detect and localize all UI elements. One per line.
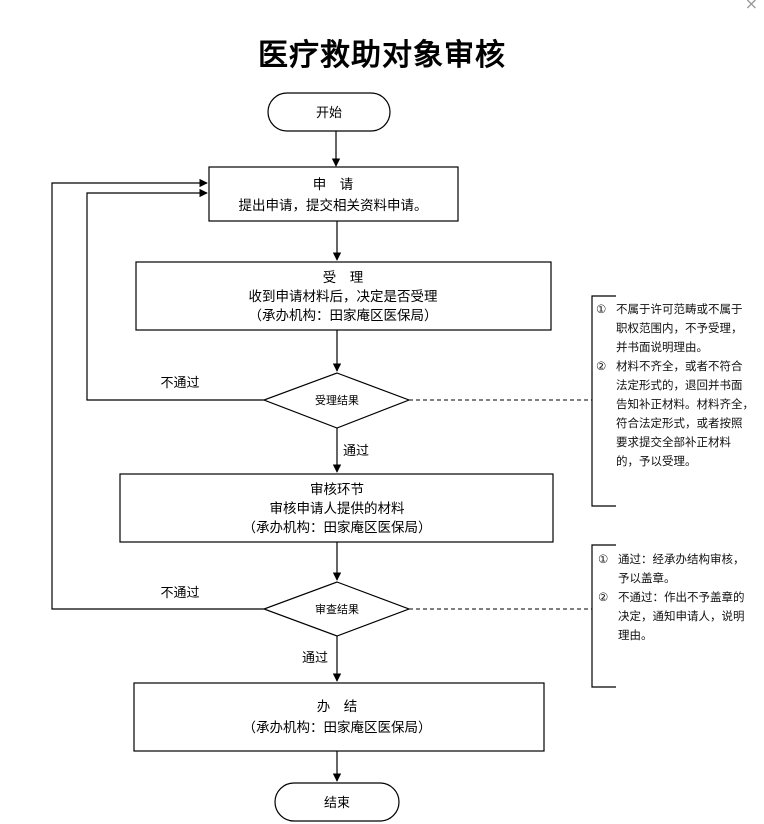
note1-bracket [591,295,616,507]
accept-org: （承办机构：田家庵区医保局） [249,307,438,324]
note2-item-1-line-1: 通过：经承办结构审核， [618,552,745,566]
review-decision-label: 审查结果 [315,602,359,616]
review-box [119,473,554,543]
note2-item-1-num: ① [598,552,609,566]
note2-bracket [591,544,616,688]
note2-item-2: ② 不通过：作出不予盖章的 决定，通知申请人，说明 理由。 [598,588,764,645]
note1-item-2-num: ② [596,359,607,373]
note1-item-1-num: ① [596,302,607,316]
note2-item-2-num: ② [598,590,609,604]
note1-item-2-line-4: 符合法定形式，或者按照 [616,416,743,430]
fail1-label: 不通过 [160,376,199,391]
finish-heading: 办 结 [317,699,358,715]
note2-item-2-line-3: 理由。 [618,628,653,642]
end-label: 结束 [324,796,350,811]
note2-item-2-line-1: 不通过：作出不予盖章的 [618,590,745,604]
note1-item-1: ① 不属于许可范畴或不属于 职权范围内，不予受理， 并书面说明理由。 [596,300,764,357]
accept-desc: 收到申请材料后，决定是否受理 [249,289,438,305]
accept-decision-label: 受理结果 [315,394,359,407]
accept-box [135,261,552,331]
start-label: 开始 [316,106,342,121]
fail2-label: 不通过 [160,586,199,601]
page-title: 医疗救助对象审核 [258,38,506,73]
note1: ① 不属于许可范畴或不属于 职权范围内，不予受理， 并书面说明理由。 ② 材料不… [596,300,764,471]
finish-org: （承办机构：田家庵区医保局） [243,719,432,736]
finish-box [133,682,545,752]
accept-heading: 受 理 [323,270,364,286]
end-node [274,782,400,822]
note1-item-1-line-3: 并书面说明理由。 [616,340,708,354]
note1-item-2-line-2: 法定形式的，退回并书面 [616,378,743,392]
note1-item-2-line-6: 的，予以受理。 [616,454,697,468]
close-icon[interactable]: × [744,0,758,13]
arrow-fail2-loop [51,178,264,610]
note2-item-1-line-2: 予以盖章。 [618,571,676,585]
note2-item-1: ① 通过：经承办结构审核， 予以盖章。 [598,550,764,588]
note1-item-1-line-1: 不属于许可范畴或不属于 [616,302,743,316]
pass2-label: 通过 [302,651,328,666]
note2: ① 通过：经承办结构审核， 予以盖章。 ② 不通过：作出不予盖章的 决定，通知申… [598,550,764,645]
note2-item-2-line-2: 决定，通知申请人，说明 [618,609,745,623]
arrow-fail1-loop [86,188,264,401]
apply-box [208,166,459,222]
note1-item-1-line-2: 职权范围内，不予受理， [616,321,743,335]
review-heading: 审核环节 [310,482,364,498]
note1-item-2: ② 材料不齐全，或者不符合 法定形式的，退回并书面 告知补正材料。材料齐全， 符… [596,357,764,471]
apply-desc: 提出申请，提交相关资料申请。 [239,197,428,214]
pass1-label: 通过 [343,444,369,459]
note1-item-2-line-3: 告知补正材料。材料齐全， [616,397,754,411]
apply-heading: 申 请 [313,177,354,193]
review-org: （承办机构：田家庵区医保局） [243,519,432,536]
note1-item-2-line-1: 材料不齐全，或者不符合 [616,359,743,373]
note1-item-2-line-5: 要求提交全部补正材料 [616,435,731,449]
start-node [267,92,391,132]
review-desc: 审核申请人提供的材料 [270,501,405,517]
